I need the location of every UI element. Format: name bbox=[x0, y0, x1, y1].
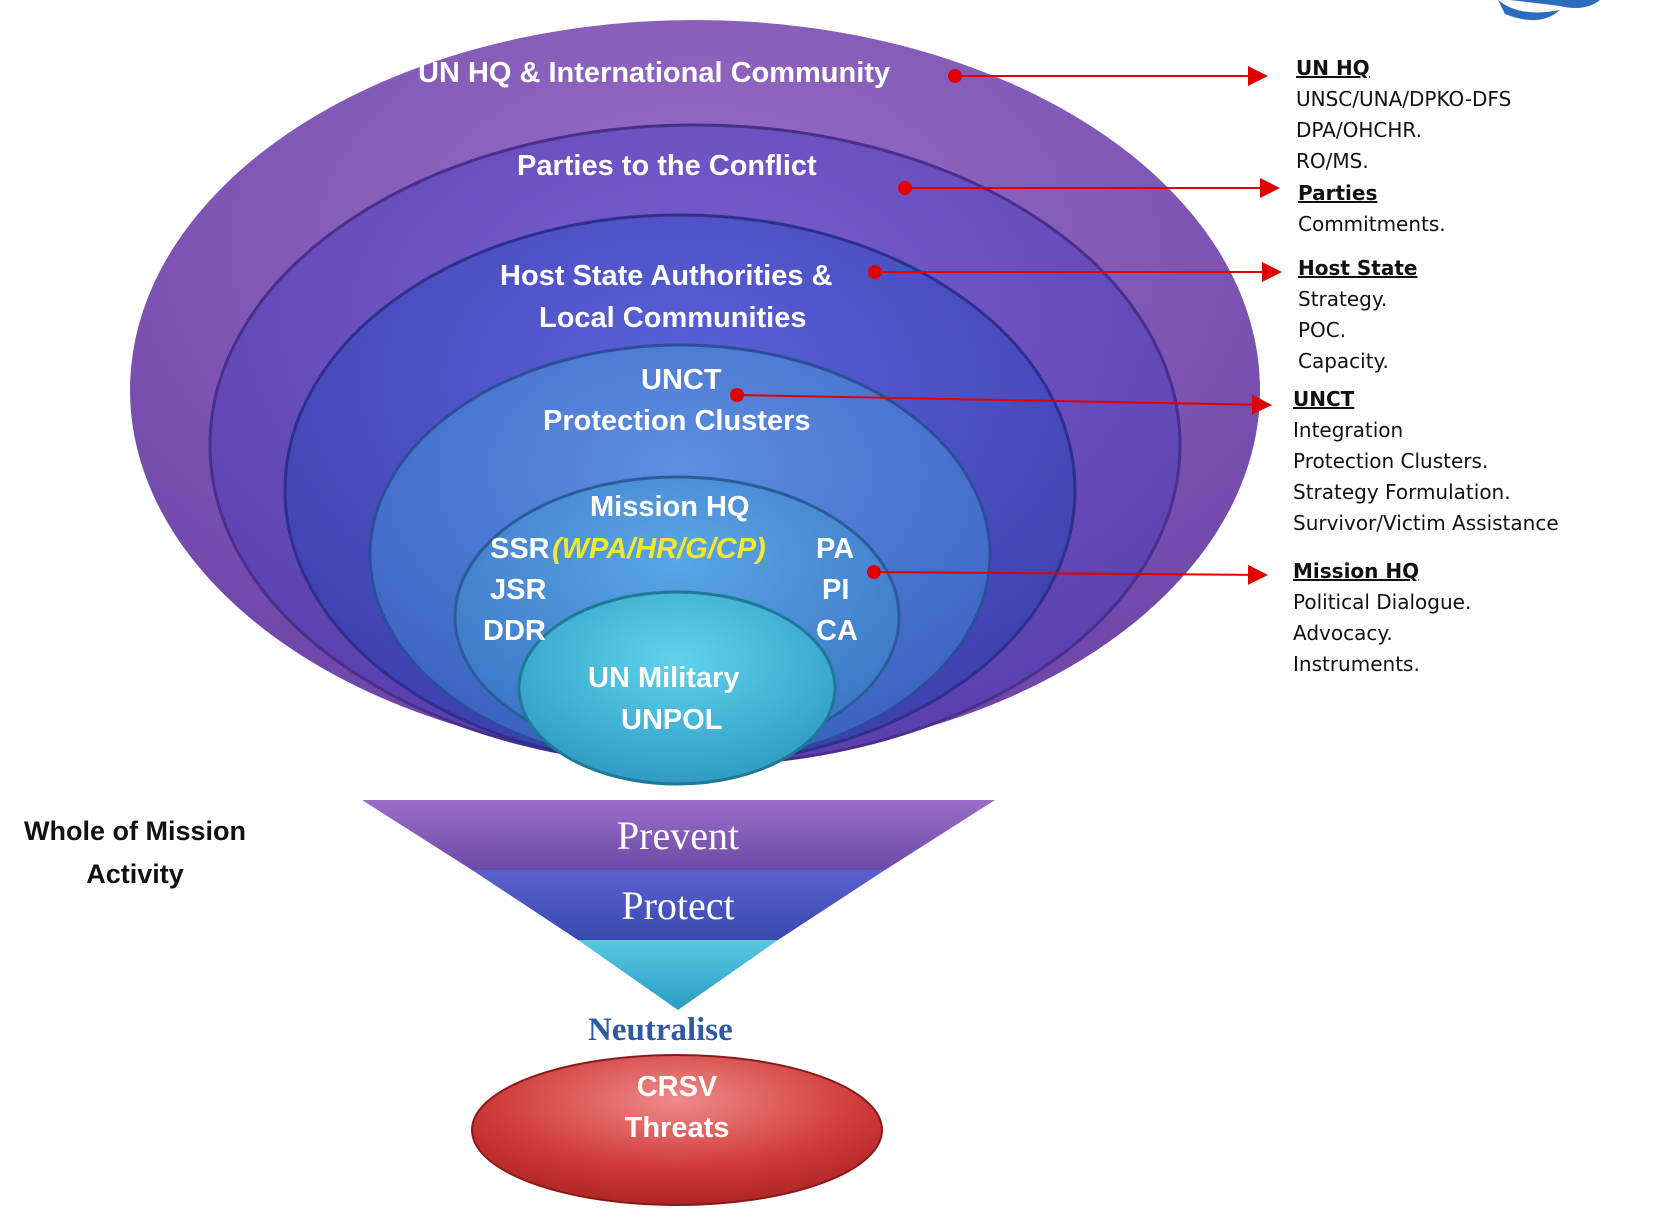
note-line: POC. bbox=[1298, 318, 1347, 342]
funnel-tip bbox=[578, 940, 778, 1010]
label-host-state-2: Local Communities bbox=[539, 302, 807, 334]
ring-core bbox=[517, 590, 837, 786]
note-host-state-head: Host State bbox=[1298, 256, 1418, 280]
connector-mission-hq bbox=[867, 564, 1268, 585]
note-host-state: Host State Strategy. POC. Capacity. bbox=[1298, 253, 1418, 377]
label-mission-sub: (WPA/HR/G/CP) bbox=[552, 533, 766, 565]
label-pi: PI bbox=[822, 574, 850, 606]
note-unct: UNCT Integration Protection Clusters. St… bbox=[1293, 384, 1559, 539]
note-line: Integration bbox=[1293, 418, 1404, 442]
funnel-prevent bbox=[362, 800, 995, 870]
label-prevent: Prevent bbox=[616, 813, 740, 858]
threat-ellipse bbox=[471, 1054, 883, 1206]
label-crsv: CRSV bbox=[636, 1071, 718, 1103]
label-ssr: SSR bbox=[490, 533, 550, 565]
note-line: RO/MS. bbox=[1296, 149, 1369, 173]
note-line: DPA/OHCHR. bbox=[1296, 118, 1422, 142]
note-line: Instruments. bbox=[1293, 652, 1420, 676]
connector-unct bbox=[730, 388, 1272, 415]
note-line: Strategy. bbox=[1298, 287, 1388, 311]
connector-host-state bbox=[868, 262, 1282, 282]
label-ca: CA bbox=[816, 615, 858, 647]
label-un-hq: UN HQ & International Community bbox=[418, 57, 891, 89]
note-un-hq-head: UN HQ bbox=[1296, 56, 1370, 80]
note-un-hq: UN HQ UNSC/UNA/DPKO-DFS DPA/OHCHR. RO/MS… bbox=[1296, 53, 1511, 177]
connector-un-hq bbox=[948, 66, 1268, 86]
label-neutralise: Neutralise bbox=[588, 1012, 733, 1048]
logo-fragment-icon bbox=[1498, 0, 1600, 21]
note-parties-head: Parties bbox=[1298, 181, 1378, 205]
label-unct: UNCT bbox=[641, 364, 722, 396]
note-line: Capacity. bbox=[1298, 349, 1389, 373]
note-line: Strategy Formulation. bbox=[1293, 480, 1511, 504]
label-ddr: DDR bbox=[483, 615, 546, 647]
note-mission-hq: Mission HQ Political Dialogue. Advocacy.… bbox=[1293, 556, 1471, 680]
label-unpol: UNPOL bbox=[621, 704, 723, 736]
note-mission-hq-head: Mission HQ bbox=[1293, 559, 1420, 583]
note-line: Political Dialogue. bbox=[1293, 590, 1472, 614]
connector-parties bbox=[898, 178, 1280, 198]
label-protect: Protect bbox=[621, 883, 735, 928]
label-threats: Threats bbox=[624, 1112, 730, 1144]
note-line: Protection Clusters. bbox=[1293, 449, 1489, 473]
note-unct-head: UNCT bbox=[1293, 387, 1355, 411]
note-line: UNSC/UNA/DPKO-DFS bbox=[1296, 87, 1512, 111]
funnel-protect bbox=[472, 870, 885, 940]
note-line: Survivor/Victim Assistance bbox=[1293, 511, 1559, 535]
note-line: Commitments. bbox=[1298, 212, 1446, 236]
note-line: Advocacy. bbox=[1293, 621, 1393, 645]
label-parties: Parties to the Conflict bbox=[517, 150, 817, 182]
label-whole-of-mission-1: Whole of Mission bbox=[24, 816, 246, 846]
label-mission-hq: Mission HQ bbox=[590, 491, 750, 523]
label-protection-clusters: Protection Clusters bbox=[543, 405, 811, 437]
label-pa: PA bbox=[816, 533, 855, 565]
label-un-military: UN Military bbox=[588, 662, 740, 694]
label-jsr: JSR bbox=[490, 574, 547, 606]
label-host-state-1: Host State Authorities & bbox=[500, 260, 833, 292]
note-parties: Parties Commitments. bbox=[1298, 178, 1446, 240]
label-whole-of-mission-2: Activity bbox=[86, 859, 184, 889]
